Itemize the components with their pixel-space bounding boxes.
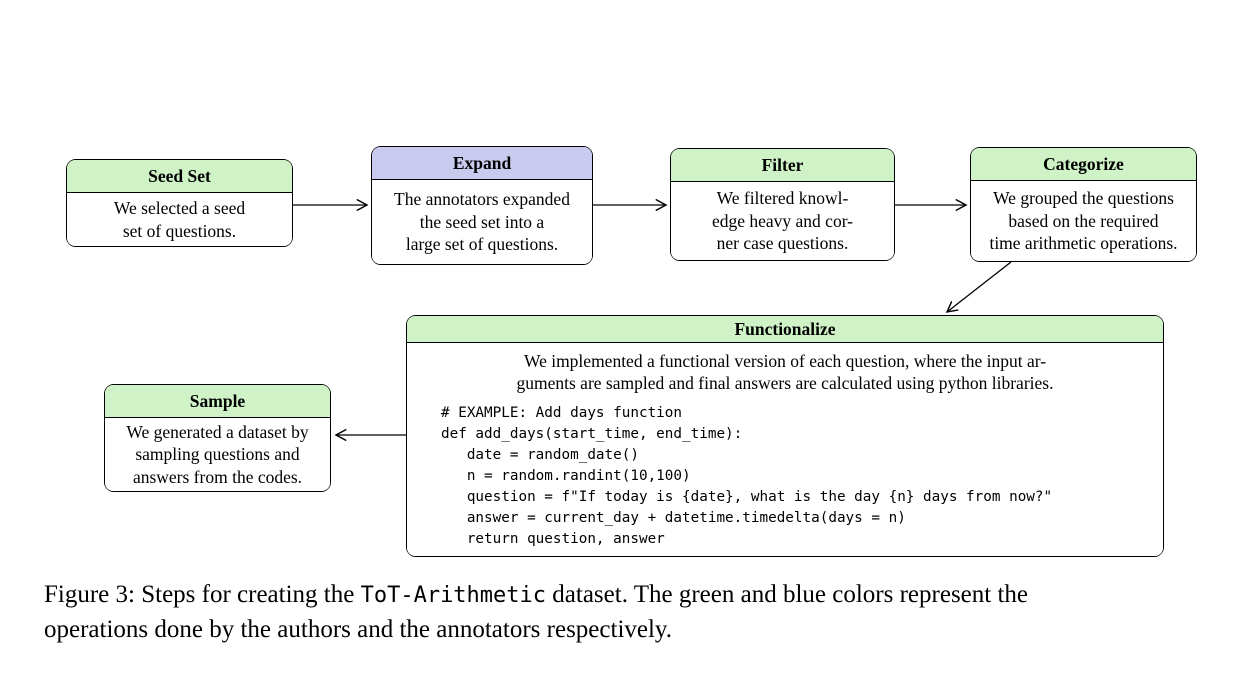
node-filter-description: We filtered knowl- edge heavy and cor- n…	[671, 182, 894, 260]
node-categorize: Categorize We grouped the questions base…	[970, 147, 1197, 262]
node-filter: Filter We filtered knowl- edge heavy and…	[670, 148, 895, 261]
node-functionalize-title: Functionalize	[407, 316, 1163, 344]
caption-text-line2: operations done by the authors and the a…	[44, 615, 673, 643]
caption-text-suffix: dataset. The green and blue colors repre…	[546, 581, 1029, 608]
node-functionalize-body: We implemented a functional version of e…	[407, 343, 1163, 556]
node-seed-set-title: Seed Set	[67, 160, 292, 193]
figure-caption: Figure 3: Steps for creating the ToT-Ari…	[44, 578, 1214, 646]
node-sample: Sample We generated a dataset by samplin…	[104, 384, 331, 492]
node-seed-set: Seed Set We selected a seed set of quest…	[66, 159, 293, 247]
node-filter-title: Filter	[671, 149, 894, 182]
node-functionalize-description: We implemented a functional version of e…	[516, 351, 1054, 393]
node-categorize-description: We grouped the questions based on the re…	[971, 181, 1196, 261]
node-sample-description: We generated a dataset by sampling quest…	[105, 418, 330, 491]
node-categorize-title: Categorize	[971, 148, 1196, 181]
node-functionalize: Functionalize We implemented a functiona…	[406, 315, 1164, 557]
arrow-categorize-to-functionalize	[947, 261, 1012, 312]
node-seed-set-description: We selected a seed set of questions.	[67, 193, 292, 246]
caption-dataset-name: ToT-Arithmetic	[360, 583, 547, 608]
example-code: # EXAMPLE: Add days function def add_day…	[441, 405, 1053, 547]
node-expand-description: The annotators expanded the seed set int…	[372, 180, 592, 264]
node-expand-title: Expand	[372, 147, 592, 180]
node-expand: Expand The annotators expanded the seed …	[371, 146, 593, 265]
node-sample-title: Sample	[105, 385, 330, 418]
caption-text-prefix: Figure 3: Steps for creating the	[44, 581, 361, 608]
